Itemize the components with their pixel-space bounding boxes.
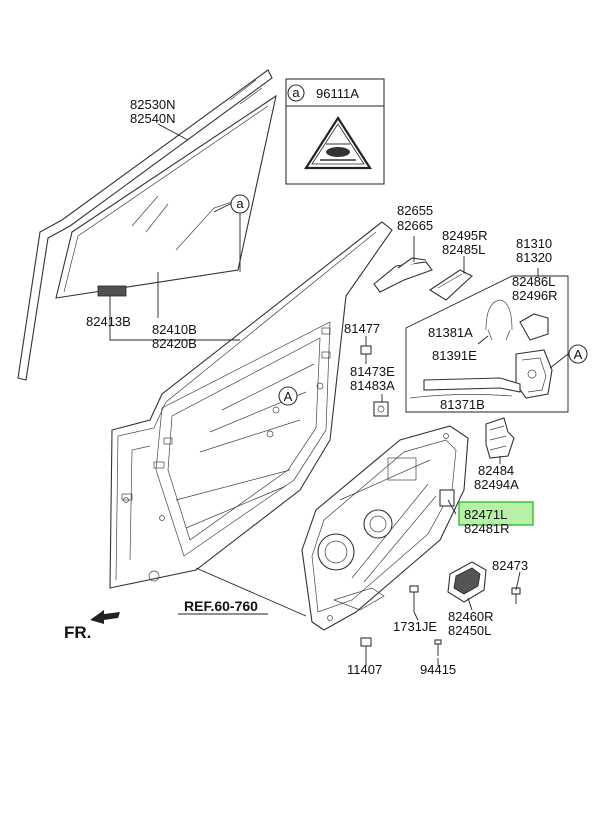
- label-81310: 81310: [516, 236, 552, 251]
- label-82420B: 82420B: [152, 336, 197, 351]
- label-81320: 81320: [516, 250, 552, 265]
- label-82460R: 82460R: [448, 609, 494, 624]
- label-81477: 81477: [344, 321, 380, 336]
- leader-lines: [109, 123, 569, 666]
- label-82485L: 82485L: [442, 242, 485, 257]
- sticker-marker: a: [292, 85, 300, 100]
- label-96111A: 96111A: [316, 86, 359, 101]
- label-82481R: 82481R: [464, 521, 510, 536]
- bolt-81477[interactable]: [360, 345, 372, 364]
- svg-text:FR.: FR.: [64, 623, 91, 642]
- highlight-box: [458, 501, 534, 526]
- bracket-82484[interactable]: [485, 417, 515, 459]
- latch-plate[interactable]: [373, 401, 389, 417]
- door-frame[interactable]: [109, 221, 393, 589]
- label-81473E: 81473E: [350, 364, 395, 379]
- glass-marker: a: [230, 194, 250, 214]
- front-indicator: FR.: [64, 610, 120, 642]
- door-hinge[interactable]: [373, 257, 473, 301]
- label-81371B: 81371B: [440, 397, 485, 412]
- frame-marker: A: [278, 386, 298, 406]
- label-82450L: 82450L: [448, 623, 491, 638]
- label-82495R: 82495R: [442, 228, 488, 243]
- latch-cable[interactable]: [409, 299, 521, 399]
- regulator-part-82471L[interactable]: [439, 489, 455, 507]
- label-11407: 11407: [347, 662, 382, 677]
- label-82473: 82473: [492, 558, 528, 573]
- svg-text:a: a: [236, 196, 244, 211]
- label-82484: 82484: [478, 463, 514, 478]
- screw-82473[interactable]: [511, 587, 521, 604]
- front-arrow-icon: [90, 610, 120, 624]
- svg-text:a: a: [292, 85, 300, 100]
- label-94415: 94415: [420, 662, 456, 677]
- callout-labels: 82530N 82540N 96111A 82413B 82410B 82420…: [86, 86, 558, 677]
- label-82496R: 82496R: [512, 288, 558, 303]
- label-82655: 82655: [397, 203, 433, 218]
- label-82540N: 82540N: [130, 111, 176, 126]
- door-module-panel[interactable]: [301, 425, 469, 631]
- latch-group-box[interactable]: [405, 275, 569, 413]
- label-82413B: 82413B: [86, 314, 131, 329]
- door-glass[interactable]: [17, 69, 277, 381]
- label-82665: 82665: [397, 218, 433, 233]
- ref-label: REF.60-760: [184, 598, 258, 614]
- label-82530N: 82530N: [130, 97, 176, 112]
- label-1731JE: 1731JE: [393, 619, 437, 634]
- door-latch[interactable]: [515, 313, 553, 399]
- detail-marker: A: [568, 344, 588, 364]
- clip-1731JE[interactable]: [409, 585, 419, 612]
- label-81381A: 81381A: [428, 325, 473, 340]
- label-81483A: 81483A: [350, 378, 395, 393]
- svg-text:A: A: [284, 389, 293, 404]
- window-motor[interactable]: [447, 561, 487, 603]
- svg-text:A: A: [574, 347, 583, 362]
- label-81391E: 81391E: [432, 348, 477, 363]
- label-82410B: 82410B: [152, 322, 197, 337]
- label-82494A: 82494A: [474, 477, 519, 492]
- glass-pad[interactable]: [97, 285, 127, 297]
- label-82471L: 82471L: [464, 507, 507, 522]
- sticker-box[interactable]: [285, 78, 385, 185]
- screw-11407[interactable]: [360, 637, 372, 660]
- screw-94415[interactable]: [434, 639, 442, 656]
- label-82486L: 82486L: [512, 274, 555, 289]
